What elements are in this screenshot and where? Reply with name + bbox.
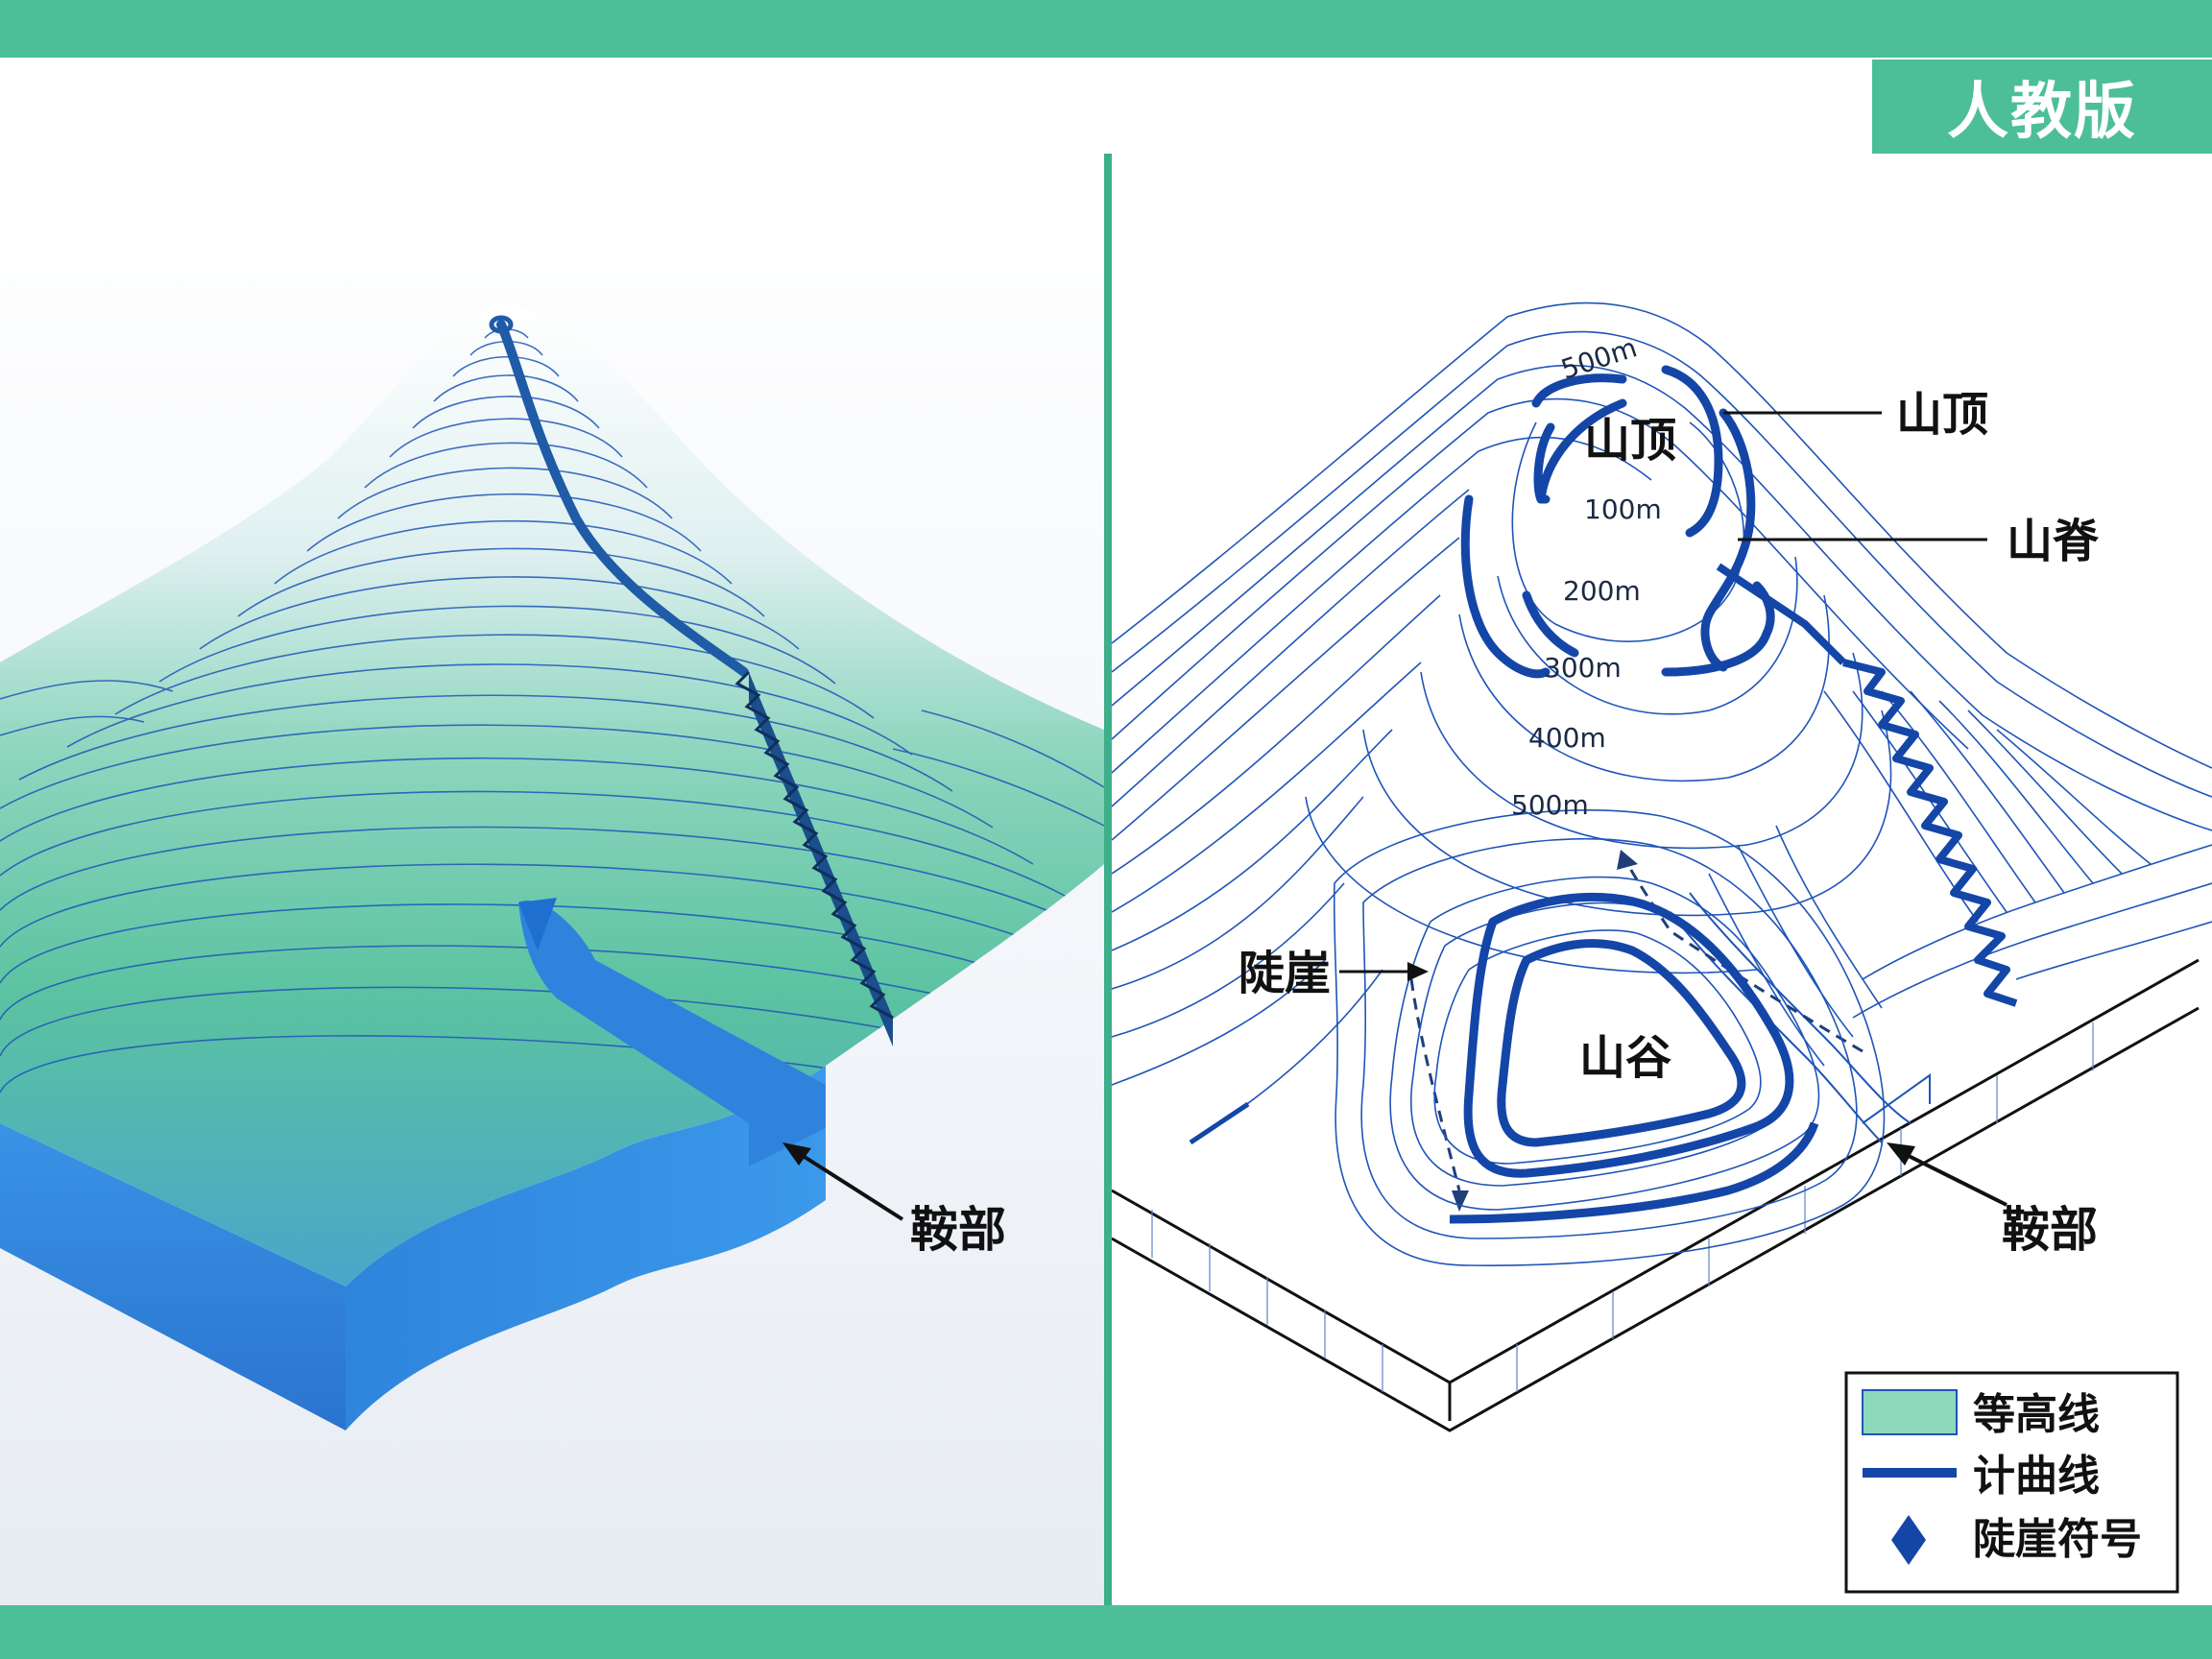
ridge-callout-label: 山脊 <box>2007 515 2100 568</box>
cliff-callout-arrowhead <box>1407 962 1429 981</box>
valley-edge-mark <box>1189 1101 1250 1145</box>
header-strip <box>0 58 2212 154</box>
terrain-model-panel: 鞍部 <box>0 154 1104 1605</box>
valley-index-contours <box>1449 892 1819 1224</box>
top-band <box>0 0 2212 58</box>
saddle-label-left: 鞍部 <box>910 1202 1006 1258</box>
cliff-zigzag-symbol <box>1842 659 2018 1007</box>
cliff-zigzag <box>734 670 894 1020</box>
contour-diagram-panel: 500m 100m 200m 300m 400m 500m 山顶 山谷 山顶 山… <box>1112 154 2212 1605</box>
elevation-label-100: 100m <box>1584 493 1662 525</box>
ridge-index-line <box>1716 563 1846 665</box>
legend-label-index-contour: 计曲线 <box>1973 1452 2100 1501</box>
index-contours <box>1460 365 1775 679</box>
cliff-callout-label: 陡崖 <box>1238 947 1331 1000</box>
saddle-notch-tip <box>518 898 557 950</box>
saddle-arrowhead-left <box>782 1142 811 1166</box>
terrain-base-left-face <box>0 1123 346 1431</box>
saddle-notch <box>518 901 826 1166</box>
block-bottom-edges <box>1112 1006 2200 1432</box>
green-swatch-icon <box>1862 1389 1958 1435</box>
summit-callout-label: 山顶 <box>1896 388 1988 442</box>
terrain-base-right-face <box>346 1066 826 1431</box>
mountain-contour-lines <box>1112 301 2212 1143</box>
flow-arrow-down <box>1409 978 1461 1191</box>
contour-diagram-illustration: 500m 100m 200m 300m 400m 500m 山顶 山谷 山顶 山… <box>1112 301 2212 1594</box>
saddle-arrow-right <box>1900 1150 2008 1207</box>
elevation-label-400: 400m <box>1528 722 1606 754</box>
saddle-channel-line <box>1689 892 1911 1124</box>
saddle-label-right: 鞍部 <box>2002 1202 2098 1258</box>
block-top-edges <box>1112 958 2200 1384</box>
summit-inner-label: 山顶 <box>1584 414 1676 468</box>
flow-arrow-up <box>1621 854 1863 1053</box>
panel-divider <box>1104 154 1112 1605</box>
flow-arrowhead-up <box>1617 850 1638 870</box>
legend-label-cliff-symbol: 陡崖符号 <box>1973 1515 2142 1564</box>
bottom-band <box>0 1605 2212 1659</box>
saddle-arrowhead-right <box>1887 1142 1915 1166</box>
summit-contours <box>1305 421 1892 974</box>
edition-badge: 人教版 <box>1872 60 2212 154</box>
flow-arrowhead-down <box>1452 1190 1469 1212</box>
saddle-arrow-left <box>795 1150 904 1221</box>
ridge-groove <box>496 320 749 677</box>
saddle-notch-outline <box>1862 1073 1931 1124</box>
legend-label-contour: 等高线 <box>1973 1390 2100 1439</box>
legend: 等高线 计曲线 陡崖符号 <box>1844 1371 2179 1594</box>
block-side-hatching <box>1151 1022 2094 1392</box>
terrain-surface <box>0 305 1104 1286</box>
valley-label: 山谷 <box>1579 1031 1671 1085</box>
blue-diamond-icon <box>1891 1515 1926 1565</box>
elevation-label-500: 500m <box>1511 789 1589 821</box>
terrain-model-illustration: 鞍部 <box>0 305 1104 1431</box>
elevation-label-300: 300m <box>1544 652 1622 684</box>
elevation-label-200: 200m <box>1563 575 1641 607</box>
summit-marker <box>489 315 514 334</box>
saddle-channel-line-2 <box>1670 911 1883 1143</box>
